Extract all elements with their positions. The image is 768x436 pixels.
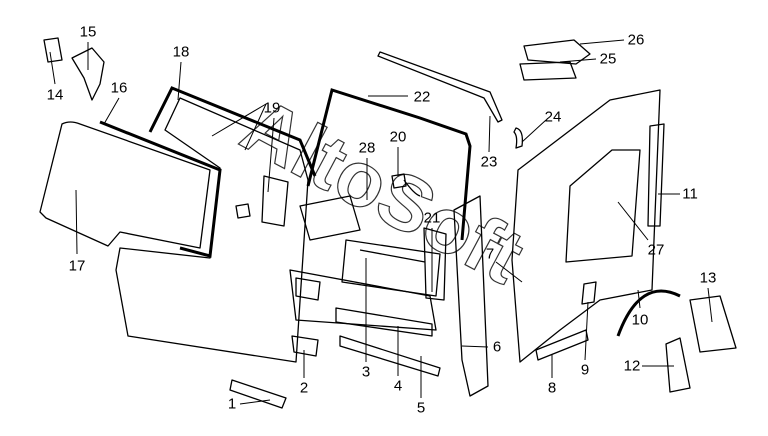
callout-24: 24: [544, 108, 562, 126]
door-handle-recess: [261, 175, 289, 227]
part-5-sill: [339, 335, 441, 377]
door-lock: [235, 203, 251, 219]
callout-25: 25: [599, 50, 617, 68]
part-10-wheel-arch: [616, 289, 681, 337]
door-panel: [115, 97, 309, 363]
part-15-hinge: [71, 47, 105, 101]
part-3-tray: [341, 239, 441, 297]
part-24-clip: [513, 127, 524, 149]
callout-20: 20: [389, 128, 407, 146]
part-4-sill: [335, 307, 433, 337]
callout-17: 17: [68, 257, 86, 275]
part-8-strip: [535, 329, 589, 361]
part-22-seal: [306, 88, 472, 241]
callout-16: 16: [110, 79, 128, 97]
part-27-glass: [565, 149, 641, 263]
part-18-seal: [148, 86, 317, 177]
callout-15: 15: [79, 23, 97, 41]
part-12-mudflap: [665, 337, 691, 393]
callout-22: 22: [413, 88, 431, 106]
callout-28: 28: [358, 139, 376, 157]
part-28-grille: [299, 195, 361, 241]
leader-lines: [49, 39, 713, 405]
part-13-panel: [689, 295, 737, 353]
callout-27: 27: [647, 241, 665, 259]
part-23-strip: [377, 51, 503, 123]
callout-19: 19: [263, 99, 281, 117]
callout-23: 23: [480, 153, 498, 171]
callout-1: 1: [227, 395, 237, 413]
callout-3: 3: [361, 363, 371, 381]
part-14-hinge: [43, 37, 63, 63]
callout-11: 11: [682, 185, 698, 203]
callout-7: 7: [485, 245, 495, 263]
callout-12: 12: [623, 357, 641, 375]
rear-body-panel: [511, 89, 661, 363]
part-2-bracket: [291, 335, 319, 357]
callout-18: 18: [172, 43, 190, 61]
callout-14: 14: [46, 86, 64, 104]
part-26-lamp: [523, 39, 591, 65]
callout-26: 26: [627, 31, 645, 49]
inner-bracket: [295, 277, 321, 301]
part-3-detail: [359, 249, 426, 263]
callout-10: 10: [631, 311, 649, 329]
part-9-reflector: [581, 281, 597, 305]
part-21-bracket: [423, 227, 447, 301]
part-11-strip: [647, 123, 665, 227]
callout-6: 6: [492, 338, 502, 356]
callout-21: 21: [423, 209, 441, 227]
callout-4: 4: [393, 377, 403, 395]
callout-5: 5: [416, 399, 426, 417]
callout-13: 13: [699, 269, 717, 287]
part-6-pillar: [453, 195, 489, 397]
callout-2: 2: [299, 379, 309, 397]
part-1-step: [229, 379, 287, 409]
callout-8: 8: [547, 379, 557, 397]
callout-9: 9: [580, 361, 590, 379]
inner-panel: [289, 269, 437, 331]
part-25-lamp: [519, 61, 577, 81]
part-20-switch: [391, 173, 421, 197]
part-17-glass: [39, 121, 211, 249]
